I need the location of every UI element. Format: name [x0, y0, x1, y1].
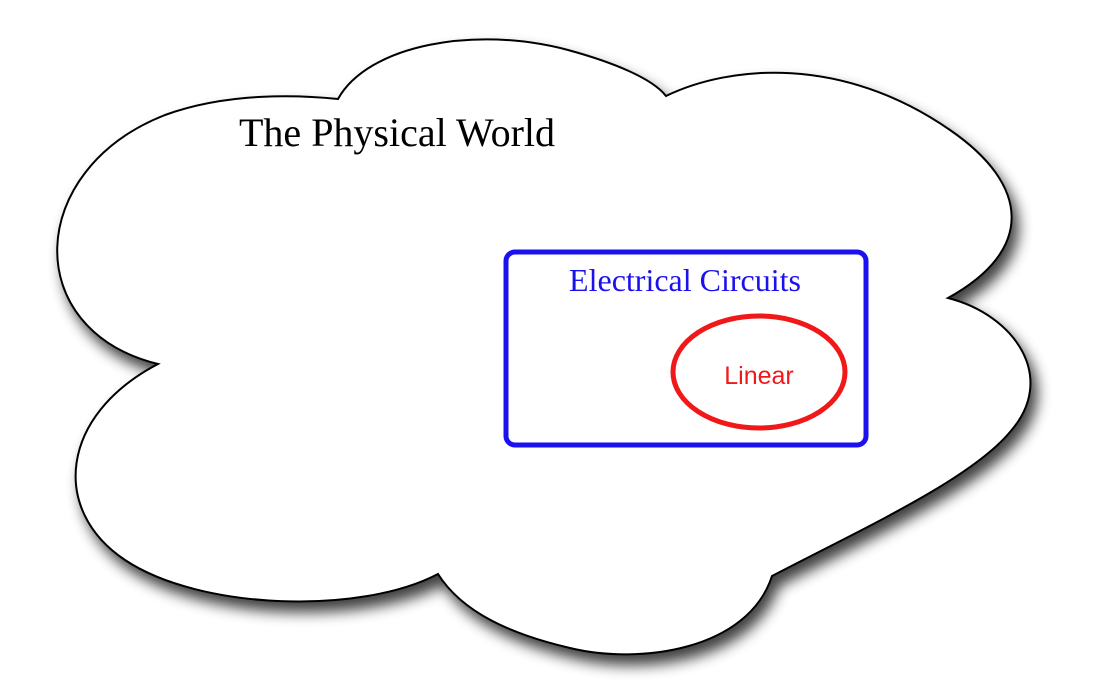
linear-label: Linear	[724, 362, 794, 390]
linear-ellipse	[670, 313, 848, 431]
physical-world-label: The Physical World	[239, 110, 555, 155]
linear-set: Linear	[670, 313, 848, 431]
electrical-circuits-box	[503, 249, 869, 448]
physical-world-cloud: The Physical World	[56, 38, 1032, 656]
electrical-circuits-set: Electrical Circuits	[503, 249, 869, 448]
electrical-circuits-label: Electrical Circuits	[569, 262, 801, 298]
cloud-outline	[56, 38, 1032, 656]
